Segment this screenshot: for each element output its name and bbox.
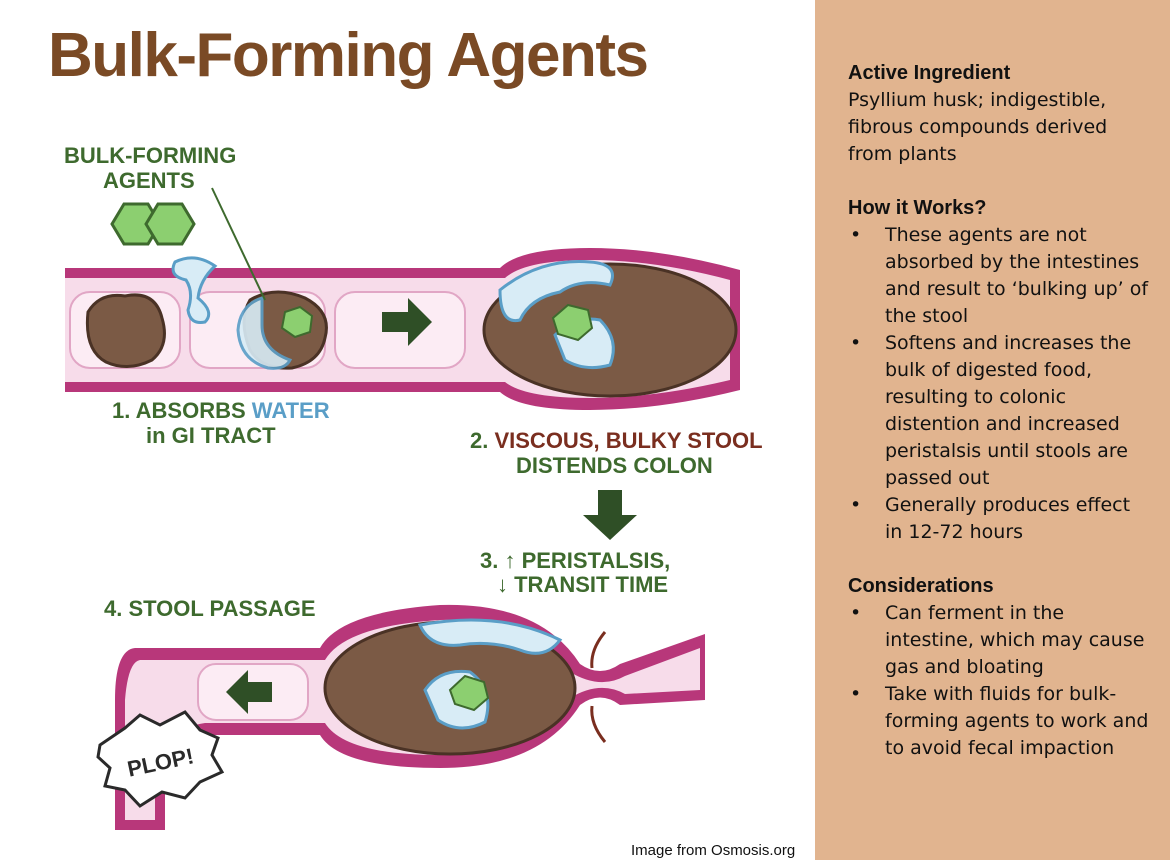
- spacer: [848, 546, 1153, 573]
- peristalsis-arrow-bottom: [590, 705, 607, 743]
- pointer-line: [211, 187, 266, 301]
- down-arrow: [583, 490, 637, 540]
- agents-label-line1: BULK-FORMING: [64, 143, 237, 168]
- step2-number: 2.: [470, 428, 495, 453]
- stool-absorbing-water: [236, 290, 328, 370]
- step2-label-line2: DISTENDS COLON: [516, 453, 713, 478]
- stool-passing: [323, 618, 577, 756]
- right-arrow: [382, 298, 432, 346]
- left-arrow: [226, 670, 272, 714]
- considerations-list: Can ferment in the intestine, which may …: [848, 600, 1153, 762]
- hexagon-agents: [110, 202, 196, 246]
- info-text: Active Ingredient Psyllium husk; indiges…: [848, 60, 1153, 762]
- how-it-works-heading: How it Works?: [848, 197, 987, 219]
- step3-label-line1: 3. ↑ PERISTALSIS,: [480, 548, 671, 573]
- bulky-stool: [482, 260, 738, 398]
- list-item: Can ferment in the intestine, which may …: [848, 600, 1153, 681]
- how-it-works-list: These agents are not absorbed by the int…: [848, 222, 1153, 546]
- agents-label-line2: AGENTS: [103, 168, 195, 193]
- peristalsis-arrow-top: [590, 631, 607, 669]
- list-item: Softens and increases the bulk of digest…: [848, 330, 1153, 492]
- bulk-forming-diagram: PLOP!: [65, 187, 740, 830]
- page-title: Bulk-Forming Agents: [48, 21, 649, 90]
- plop-burst: PLOP!: [96, 710, 225, 808]
- step3-label-line2: ↓ TRANSIT TIME: [497, 572, 669, 597]
- step1-label-line1: 1. ABSORBS WATER: [112, 398, 330, 424]
- step1-water: WATER: [251, 398, 330, 423]
- image-credit: Image from Osmosis.org: [631, 842, 796, 859]
- considerations-heading: Considerations: [848, 575, 994, 597]
- water-drop: [171, 256, 218, 324]
- list-item: These agents are not absorbed by the int…: [848, 222, 1153, 330]
- list-item: Take with fluids for bulk-forming agents…: [848, 681, 1153, 762]
- stool-lump: [85, 293, 166, 368]
- step2-accent: VISCOUS, BULKY STOOL: [494, 428, 763, 453]
- step1-label-line2: in GI TRACT: [146, 423, 276, 448]
- active-ingredient-text: Psyllium husk; indigestible, fibrous com…: [848, 89, 1108, 165]
- step1-text: 1. ABSORBS: [112, 398, 252, 423]
- step4-label: 4. STOOL PASSAGE: [104, 596, 316, 621]
- spacer: [848, 168, 1153, 195]
- step2-label-line1: 2. VISCOUS, BULKY STOOL: [470, 428, 763, 454]
- active-ingredient-heading: Active Ingredient: [848, 62, 1011, 84]
- list-item: Generally produces effect in 12-72 hours: [848, 492, 1153, 546]
